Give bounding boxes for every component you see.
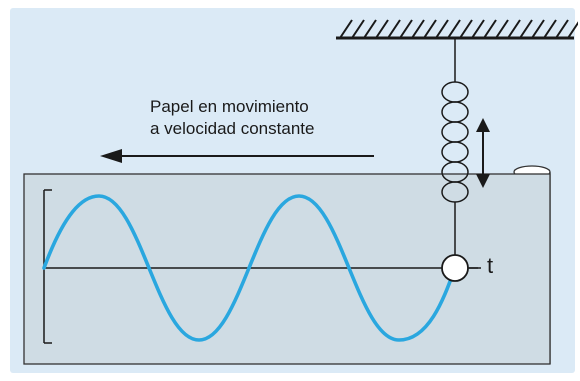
paper-motion-arrow [100, 149, 374, 163]
caption-line-2: a velocidad constante [150, 119, 315, 138]
sine-wave-trace [42, 194, 457, 342]
spring [441, 38, 469, 255]
oscillation-double-arrow [476, 118, 490, 188]
pen-mass [441, 254, 469, 282]
paper-motion-caption: Papel en movimiento a velocidad constant… [150, 96, 370, 140]
caption-line-1: Papel en movimiento [150, 97, 309, 116]
time-axis-label: t [487, 253, 494, 278]
